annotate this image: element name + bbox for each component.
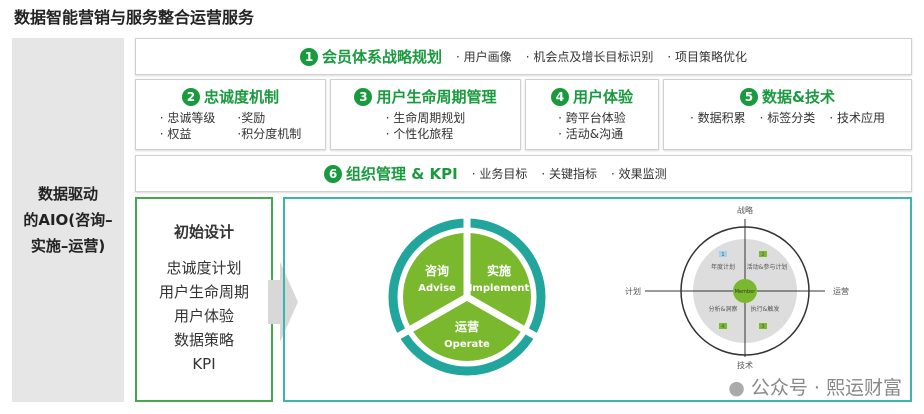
advise-label: 咨询 — [425, 263, 449, 278]
member-label: Member — [735, 289, 757, 295]
box-heading: 初始设计 — [173, 223, 234, 241]
item: · 效果监测 — [611, 167, 667, 181]
side-label: 数据驱动的AIO(咨询– 实施–运营) — [12, 38, 124, 402]
item: 用户体验 — [173, 307, 234, 325]
quadrant-num: 3 — [761, 324, 764, 330]
box-heading: 用户生命周期管理 — [376, 88, 497, 106]
box-heading: 会员体系战略规划 — [322, 48, 443, 66]
axis-strategy: 战略 — [737, 205, 753, 215]
quadrant-label: 分析&洞察 — [709, 305, 738, 313]
box-heading: 忠诚度机制 — [203, 88, 279, 106]
implement-en-label: Implement — [469, 283, 530, 294]
item: · 业务目标 — [471, 167, 528, 181]
number-badge: 1 — [300, 47, 319, 66]
item: KPI — [192, 355, 216, 373]
item: 数据策略 — [173, 331, 234, 349]
advise-en-label: Advise — [418, 283, 456, 294]
quadrant-num: 4 — [721, 324, 724, 330]
item: · 个性化旅程 — [385, 127, 454, 141]
axis-plan: 计划 — [625, 286, 641, 296]
quadrant-label: 执行&触发 — [751, 305, 780, 313]
side-label-line: 实施–运营) — [30, 237, 106, 255]
number-badge: 4 — [550, 87, 569, 106]
watermark-text: 公众号 · 熙运财富 — [750, 377, 902, 399]
box-heading: 用户体验 — [572, 88, 633, 106]
item: · 关键指标 — [541, 167, 598, 181]
item: 用户生命周期 — [158, 283, 249, 301]
number-badge: 6 — [324, 164, 342, 183]
axis-technology: 技术 — [737, 360, 753, 370]
cycle-diagram: 咨询 Advise 实施 Implement 运营 Operate 战略 运营 … — [388, 205, 849, 376]
item: · 忠诚等级 — [159, 111, 216, 125]
item: · 技术应用 — [829, 111, 885, 125]
watermark: ● 公众号 · 熙运财富 — [728, 377, 902, 399]
operate-en-label: Operate — [444, 339, 490, 350]
number-badge: 3 — [354, 87, 373, 106]
quadrant-label: 活动&参与计划 — [747, 263, 788, 271]
page-title: 数据智能营销与服务整合运营服务 — [14, 8, 255, 27]
item: · 活动&沟通 — [558, 127, 624, 141]
operate-label: 运营 — [455, 319, 479, 334]
item: · 数据积累 — [690, 111, 746, 125]
axis-operation: 运营 — [833, 286, 849, 296]
item: · 标签分类 — [759, 111, 816, 125]
side-label-line: 的AIO(咨询– — [23, 211, 113, 229]
item: ·积分度机制 — [237, 127, 302, 141]
item: · 生命周期规划 — [385, 111, 466, 125]
operation-diagram-box: 咨询 Advise 实施 Implement 运营 Operate 战略 运营 … — [283, 197, 912, 402]
item: 忠诚度计划 — [166, 259, 242, 277]
number-badge: 5 — [739, 87, 758, 106]
item: · 项目策略优化 — [667, 50, 747, 64]
item: · 机会点及增长目标识别 — [525, 50, 654, 64]
item: · 跨平台体验 — [558, 111, 626, 125]
quadrant-num: 1 — [721, 252, 724, 258]
box-heading: 组织管理 & KPI — [346, 165, 458, 183]
box-heading: 数据&技术 — [761, 88, 836, 106]
wechat-icon: ● — [728, 377, 745, 399]
item: · 权益 — [159, 127, 192, 141]
number-badge: 2 — [181, 87, 200, 106]
side-label-line: 数据驱动 — [37, 185, 98, 203]
quadrant-label: 年度计划 — [711, 263, 735, 271]
item: · 用户画像 — [456, 50, 512, 64]
initial-design-box: 初始设计 忠诚度计划 用户生命周期 用户体验 数据策略 KPI — [135, 197, 273, 402]
implement-label: 实施 — [487, 263, 511, 278]
item: ·奖励 — [237, 111, 266, 125]
quadrant-num: 2 — [761, 252, 764, 258]
